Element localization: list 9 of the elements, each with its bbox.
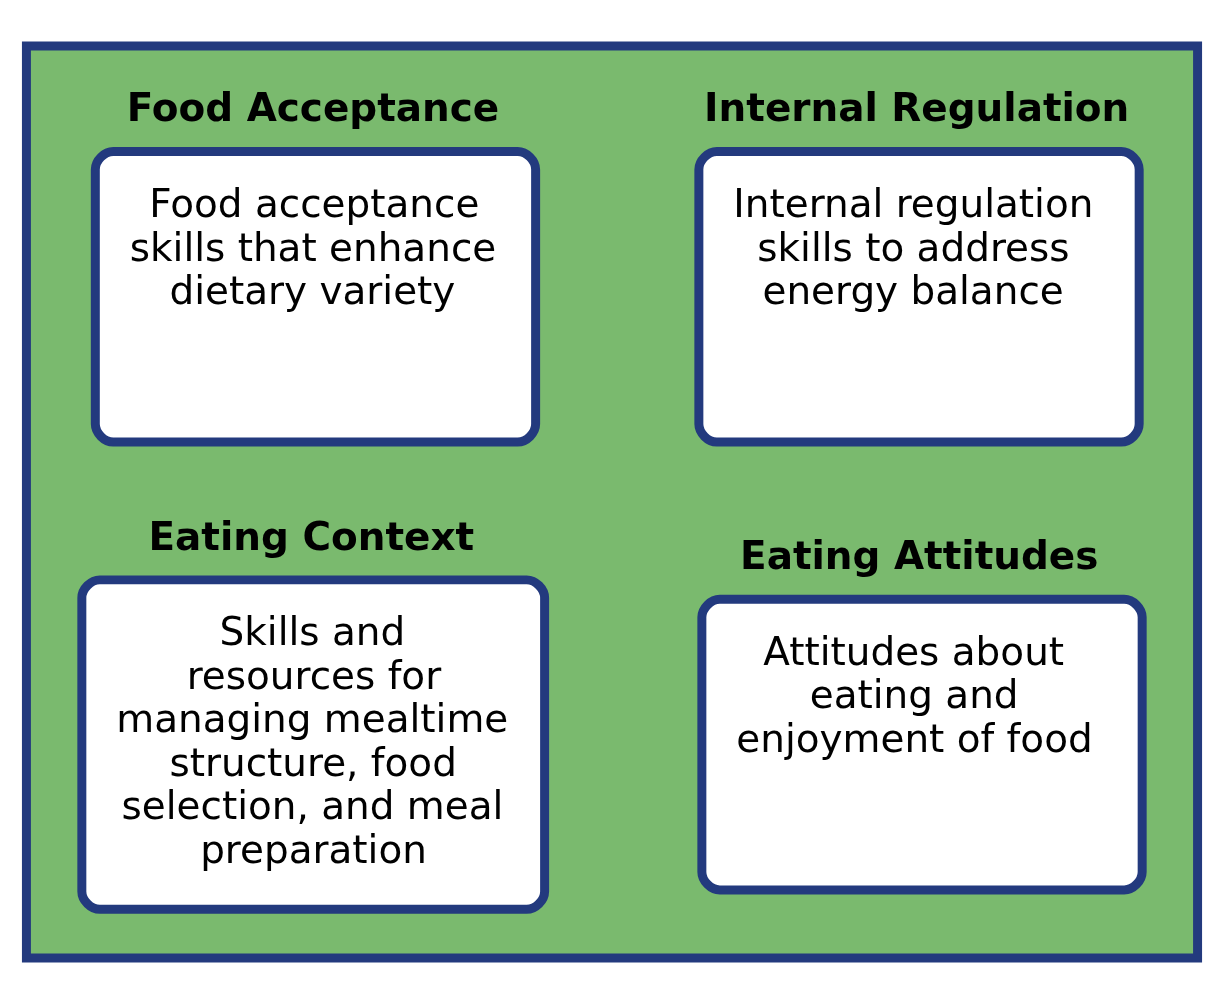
node-box: Internal regulation skills to address energy balance xyxy=(694,146,1144,447)
node-label: Eating Context xyxy=(148,513,475,559)
node-box: Skills and resources for managing mealtime structure, food selection, and meal preparation xyxy=(77,574,550,914)
node-label: Internal Regulation xyxy=(704,84,1130,130)
node-label: Eating Attitudes xyxy=(740,532,1099,578)
node-label: Food Acceptance xyxy=(126,84,500,130)
cluster xyxy=(21,40,1203,963)
node-box: Food acceptance skills that enhance dietary variety xyxy=(90,146,541,447)
node-box: Attitudes about eating and enjoyment of food xyxy=(697,594,1147,894)
